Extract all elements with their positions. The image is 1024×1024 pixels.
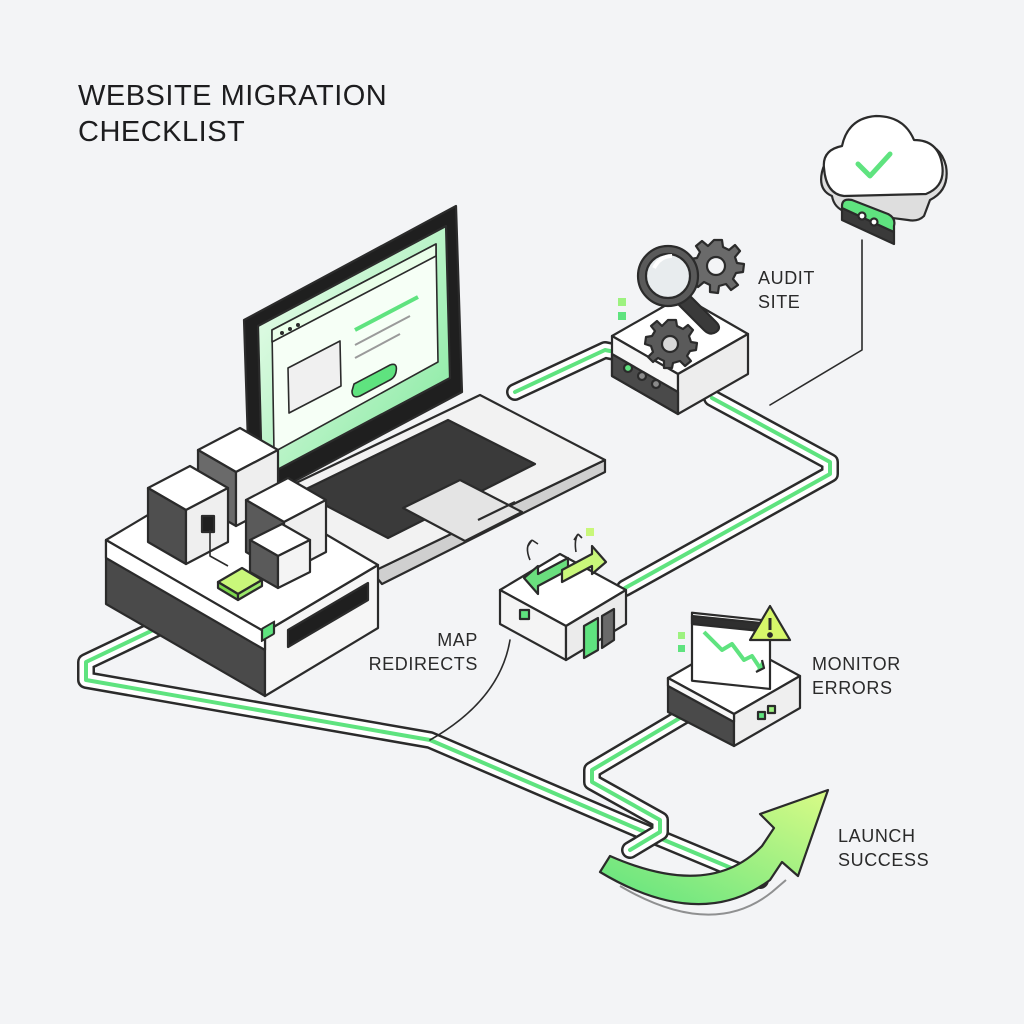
audit-label-line-2: SITE <box>758 292 801 312</box>
growth-arrow-icon <box>598 788 830 916</box>
cloud-leader-line <box>769 239 863 406</box>
warning-chart-icon <box>678 604 792 691</box>
redirects-label-line-2: REDIRECTS <box>368 654 478 674</box>
monitor-errors-label: MONITOR ERRORS <box>812 652 901 700</box>
redirects-label-line-1: MAP <box>437 630 478 650</box>
audit-label-line-1: AUDIT <box>758 268 815 288</box>
laptop-icon <box>242 204 607 586</box>
page-title: WEBSITE MIGRATION CHECKLIST <box>78 78 387 150</box>
map-redirects-label: MAP REDIRECTS <box>330 628 478 676</box>
monitor-label-line-2: ERRORS <box>812 678 893 698</box>
pipe-laptop-to-audit <box>506 341 624 401</box>
title-line-1: WEBSITE MIGRATION <box>78 80 388 112</box>
pipe-monitor-to-launch <box>583 703 699 859</box>
swap-arrows-icon <box>522 528 608 596</box>
pipe-audit-to-redirects <box>616 389 839 597</box>
launch-label-line-1: LAUNCH <box>838 826 916 846</box>
title-line-2: CHECKLIST <box>78 116 246 148</box>
launch-label-line-2: SUCCESS <box>838 850 930 870</box>
cloud-check-icon <box>820 114 948 246</box>
launch-success-label: LAUNCH SUCCESS <box>838 824 929 872</box>
connector-pipes <box>77 239 863 889</box>
server-cubes <box>146 426 328 590</box>
monitor-label-line-1: MONITOR <box>812 654 901 674</box>
audit-site-label: AUDIT SITE <box>758 266 815 314</box>
magnifier-gear-icon <box>618 238 746 370</box>
redirects-leader-line <box>429 639 511 741</box>
